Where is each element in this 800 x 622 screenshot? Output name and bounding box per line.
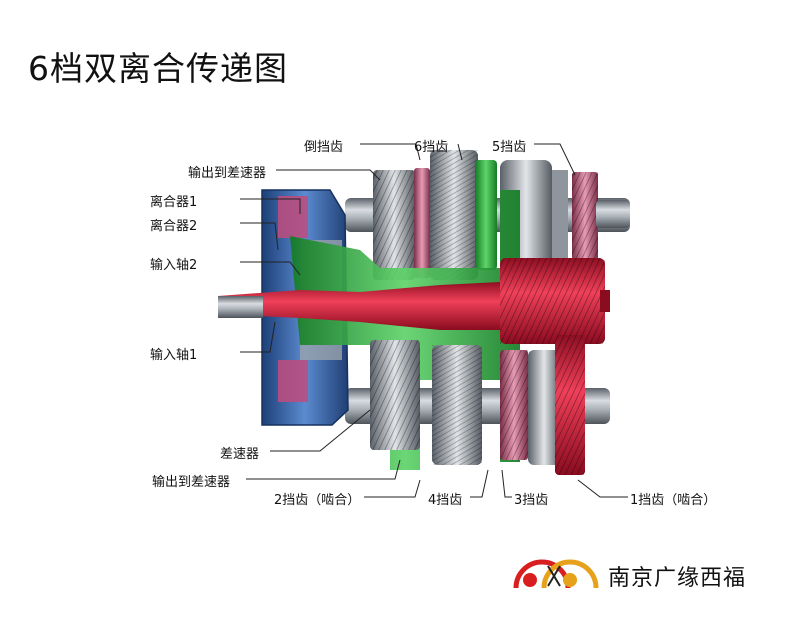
label-clutch1: 离合器1: [150, 195, 198, 210]
label-output-to-diff-top: 输出到差速器: [188, 166, 267, 181]
clutch-pack-1: [278, 196, 308, 238]
input-shaft-spline: [218, 296, 263, 318]
leader-lines: [240, 143, 628, 498]
label-gear2: 2挡齿（啮合）: [274, 493, 361, 508]
label-gear4: 4挡齿: [428, 493, 463, 508]
label-gear6: 6挡齿: [414, 140, 449, 155]
input-shaft-red: [218, 282, 505, 330]
green-power-path: [290, 190, 520, 470]
label-input-shaft1: 输入轴1: [150, 348, 198, 363]
brand-name: 南京广缘西福: [608, 566, 747, 591]
label-clutch2: 离合器2: [150, 219, 198, 234]
page-title: 6档双离合传递图: [28, 49, 288, 88]
label-output-to-diff-bottom: 输出到差速器: [152, 475, 231, 490]
reverse-gear-wheel: [414, 168, 430, 278]
label-gear3: 3挡齿: [514, 493, 549, 508]
gear3-sync: [528, 350, 560, 465]
label-input-shaft2: 输入轴2: [150, 258, 198, 273]
brand-logo-icon: [513, 559, 599, 589]
clutch-pack-2: [278, 360, 308, 402]
label-reverse-gear: 倒挡齿: [304, 140, 344, 155]
label-gear5: 5挡齿: [492, 140, 527, 155]
label-gear1: 1挡齿（啮合）: [630, 493, 717, 508]
label-differential: 差速器: [220, 447, 260, 462]
